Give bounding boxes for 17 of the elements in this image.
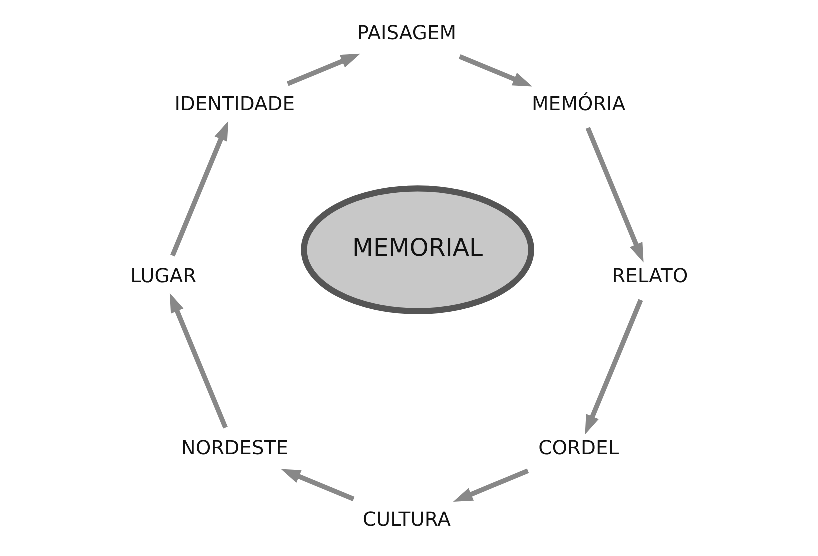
arrow bbox=[281, 469, 355, 502]
node-text: RELATO bbox=[612, 264, 688, 288]
arrow bbox=[453, 468, 530, 502]
node-text: LUGAR bbox=[130, 264, 197, 288]
node-text: CORDEL bbox=[538, 436, 620, 460]
node-text: CULTURA bbox=[362, 508, 451, 531]
node-text: NORDESTE bbox=[181, 436, 288, 460]
arrow bbox=[458, 54, 533, 87]
arrow bbox=[586, 127, 644, 263]
arrow bbox=[286, 54, 361, 86]
arrow bbox=[170, 121, 229, 257]
arrow bbox=[170, 293, 228, 429]
node-text: MEMÓRIA bbox=[532, 92, 626, 116]
node-text: PAISAGEM bbox=[357, 21, 457, 44]
arrow bbox=[585, 299, 644, 435]
node-ellipse: MEMORIAL bbox=[301, 186, 534, 314]
node-text: IDENTIDADE bbox=[174, 92, 296, 116]
